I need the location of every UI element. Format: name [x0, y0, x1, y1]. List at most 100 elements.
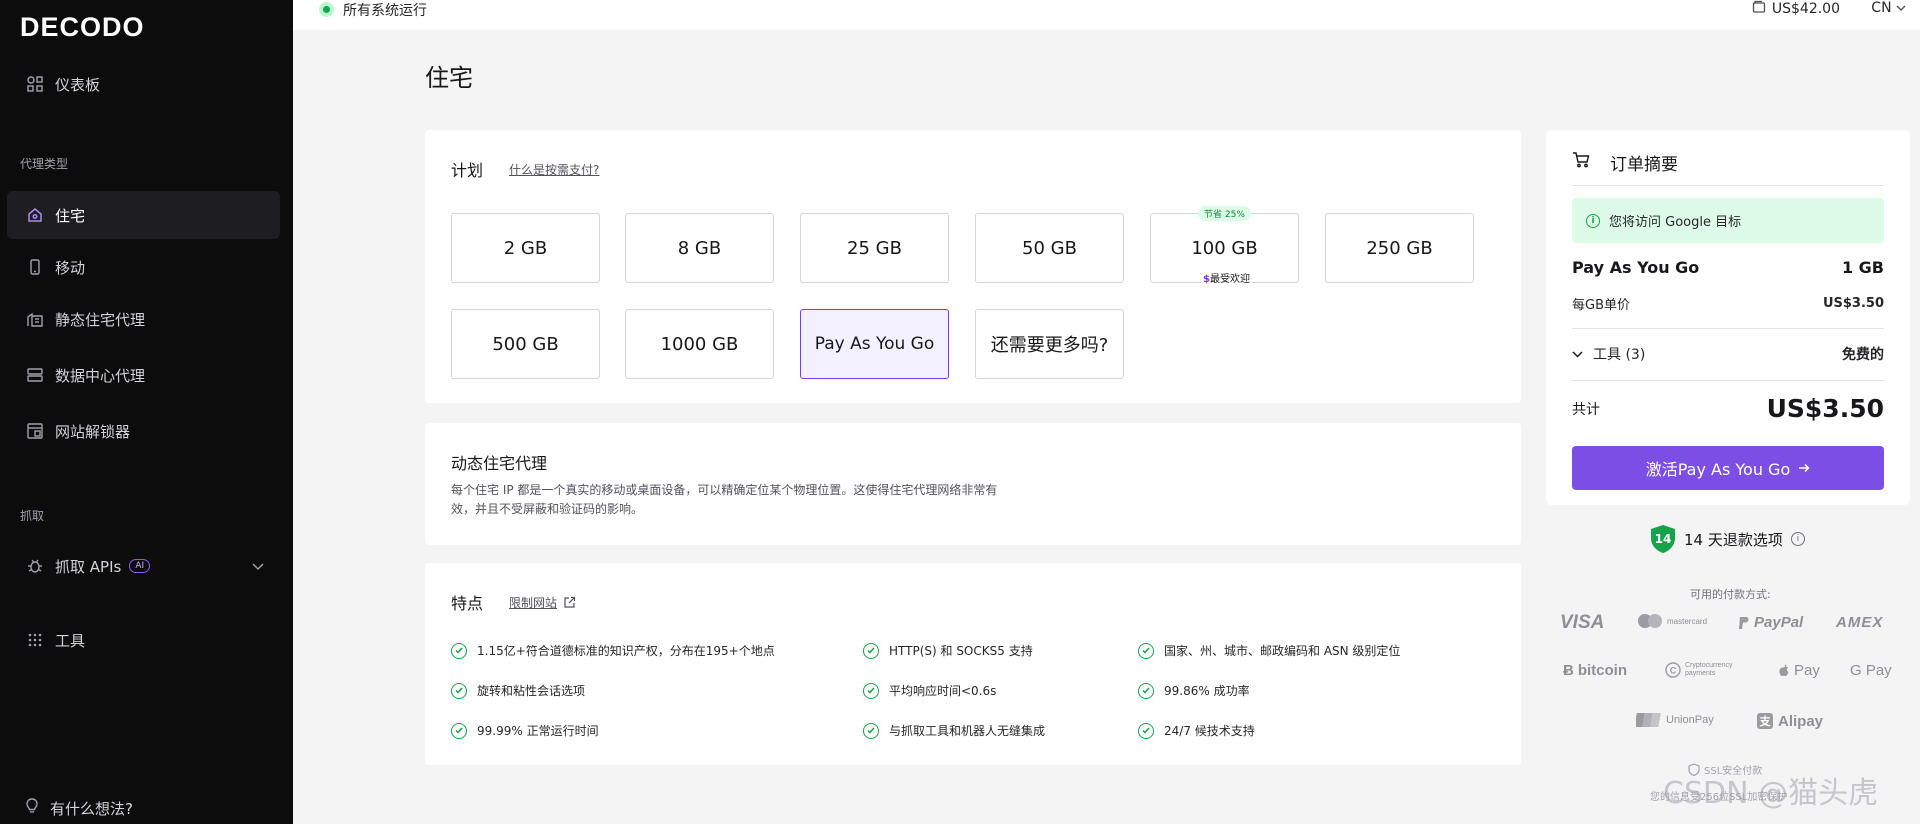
- sidebar-item-mobile[interactable]: 移动: [7, 243, 280, 291]
- alipay-icon: 支: [1757, 713, 1773, 729]
- info-icon: i: [1586, 213, 1600, 228]
- sidebar-item-label: 住宅: [55, 206, 86, 225]
- feature-item: 国家、州、城市、邮政编码和 ASN 级别定位: [1138, 642, 1400, 659]
- alert-text: 您将访问 Google 目标: [1609, 215, 1742, 230]
- feature-item: 99.99% 正常运行时间: [451, 722, 599, 739]
- check-circle-icon: [1138, 722, 1154, 739]
- plan-option-8gb[interactable]: 8 GB: [625, 213, 774, 283]
- arrow-right-icon: [1799, 463, 1810, 473]
- section-label-proxy: 代理类型: [20, 157, 69, 171]
- sidebar-item-label: 抓取 APIs: [55, 557, 122, 576]
- balance-display[interactable]: US$42.00: [1752, 0, 1840, 18]
- brand-logo[interactable]: DECODO: [20, 12, 145, 42]
- feature-text: 旋转和粘性会话选项: [477, 684, 586, 698]
- restricted-sites-link[interactable]: 限制网站: [509, 594, 576, 611]
- plan-option-25gb[interactable]: 25 GB: [800, 213, 949, 283]
- sidebar-item-label: 工具: [55, 631, 86, 650]
- server-icon: [24, 364, 46, 386]
- phone-icon: [24, 256, 46, 278]
- check-circle-icon: [863, 682, 879, 699]
- check-circle-icon: [863, 642, 879, 659]
- payg-help-link[interactable]: 什么是按需支付?: [509, 162, 600, 177]
- sidebar-item-site-unblocker[interactable]: 网站解锁器: [7, 407, 280, 455]
- sidebar-item-label: 网站解锁器: [55, 422, 131, 441]
- activate-label: 激活Pay As You Go: [1645, 460, 1791, 479]
- plan-option-pay-as-you-go[interactable]: Pay As You Go: [800, 309, 949, 379]
- lightbulb-icon: [24, 797, 40, 819]
- feature-item: HTTP(S) 和 SOCKS5 支持: [863, 642, 1033, 659]
- activate-button[interactable]: 激活Pay As You Go: [1572, 446, 1884, 490]
- apple-pay-logo: Pay: [1778, 662, 1820, 679]
- alipay-logo: 支 Alipay: [1756, 712, 1823, 730]
- feature-text: 1.15亿+符合道德标准的知识产权，分布在195+个地点: [477, 644, 775, 658]
- visa-logo: VISA: [1560, 612, 1605, 633]
- balance-value: US$42.00: [1771, 1, 1840, 17]
- product-title: 动态住宅代理: [451, 454, 548, 473]
- system-status[interactable]: 所有系统运行: [343, 3, 427, 19]
- chevron-down-icon[interactable]: [1572, 350, 1583, 358]
- chevron-down-icon[interactable]: [252, 557, 264, 575]
- unionpay-text: UnionPay: [1666, 714, 1714, 726]
- sidebar-item-datacenter[interactable]: 数据中心代理: [7, 351, 280, 399]
- status-indicator: [319, 2, 334, 17]
- feature-text: 与抓取工具和机器人无缝集成: [889, 724, 1046, 738]
- sidebar-item-residential[interactable]: 住宅: [7, 191, 280, 239]
- watermark: CSDN @猫头虎: [1663, 776, 1879, 811]
- tools-value: 免费的: [1842, 347, 1884, 363]
- order-plan-amount: 1 GB: [1841, 258, 1884, 277]
- plan-option-500gb[interactable]: 500 GB: [451, 309, 600, 379]
- order-plan-name: Pay As You Go: [1572, 258, 1700, 277]
- features-card: 特点 限制网站 1.15亿+符合道德标准的知识产权，分布在195+个地点 HTT…: [425, 563, 1521, 765]
- info-icon[interactable]: i: [1790, 532, 1805, 546]
- check-circle-icon: [451, 722, 467, 739]
- plan-option-2gb[interactable]: 2 GB: [451, 213, 600, 283]
- svg-text:支: 支: [1759, 714, 1772, 728]
- building-icon: [24, 308, 46, 330]
- feature-item: 平均响应时间<0.6s: [863, 682, 996, 699]
- plan-option-50gb[interactable]: 50 GB: [975, 213, 1124, 283]
- google-target-alert: i 您将访问 Google 目标: [1572, 198, 1884, 243]
- grid-dots-icon: [24, 629, 46, 651]
- plan-option-250gb[interactable]: 250 GB: [1325, 213, 1474, 283]
- unit-price-row: 每GB单价 US$3.50: [1572, 294, 1884, 313]
- lock-shield-icon: [1688, 763, 1700, 776]
- feedback-link[interactable]: 有什么想法?: [24, 797, 133, 819]
- order-plan-row: Pay As You Go 1 GB: [1572, 258, 1884, 277]
- check-circle-icon: [1138, 682, 1154, 699]
- tools-label: 工具 (3): [1593, 347, 1646, 363]
- sidebar-item-static-residential[interactable]: 静态住宅代理: [7, 295, 280, 343]
- plan-option-1000gb[interactable]: 1000 GB: [625, 309, 774, 379]
- ssl-subtitle: 您的信息受256位SSL加密保护: [1650, 792, 1788, 803]
- mastercard-circles-icon: [1638, 614, 1662, 628]
- section-label-scrape: 抓取: [20, 509, 45, 523]
- bitcoin-text: bitcoin: [1577, 662, 1628, 679]
- sidebar-item-scrape-apis[interactable]: 抓取 APIs AI: [7, 542, 280, 590]
- tools-row[interactable]: 工具 (3) 免费的: [1572, 344, 1884, 364]
- dashboard-icon: [24, 73, 46, 95]
- sidebar-item-dashboard[interactable]: 仪表板: [7, 60, 280, 108]
- check-circle-icon: [1138, 642, 1154, 659]
- sidebar-item-tools[interactable]: 工具: [7, 616, 280, 664]
- feature-item: 99.86% 成功率: [1138, 682, 1250, 699]
- feature-item: 旋转和粘性会话选项: [451, 682, 585, 699]
- check-circle-icon: [451, 682, 467, 699]
- popular-label: 最受欢迎: [1209, 274, 1250, 285]
- feature-text: 24/7 候技术支持: [1164, 724, 1255, 738]
- language-selector[interactable]: CN: [1871, 0, 1906, 16]
- mastercard-text: mastercard: [1667, 616, 1708, 626]
- paypal-p-icon: [1739, 616, 1749, 629]
- amex-logo: AMEX: [1836, 614, 1884, 631]
- total-row: 共计 US$3.50: [1572, 394, 1884, 423]
- page-title: 住宅: [425, 64, 473, 92]
- apple-icon: [1779, 664, 1789, 676]
- unlock-icon: [24, 420, 46, 442]
- product-description-card: 动态住宅代理 每个住宅 IP 都是一个真实的移动或桌面设备，可以精确定位某个物理…: [425, 423, 1521, 545]
- divider: [1572, 380, 1884, 381]
- refund-text: 14 天退款选项: [1684, 530, 1783, 549]
- feature-text: 99.86% 成功率: [1164, 684, 1250, 698]
- plan-option-need-more[interactable]: 还需要更多吗?: [975, 309, 1124, 379]
- refund-days: 14: [1655, 532, 1672, 546]
- order-title: 订单摘要: [1610, 155, 1678, 175]
- save-badge: 节省 25%: [1198, 206, 1251, 221]
- plan-option-100gb[interactable]: 节省 25% 100 GB $最受欢迎: [1150, 206, 1299, 285]
